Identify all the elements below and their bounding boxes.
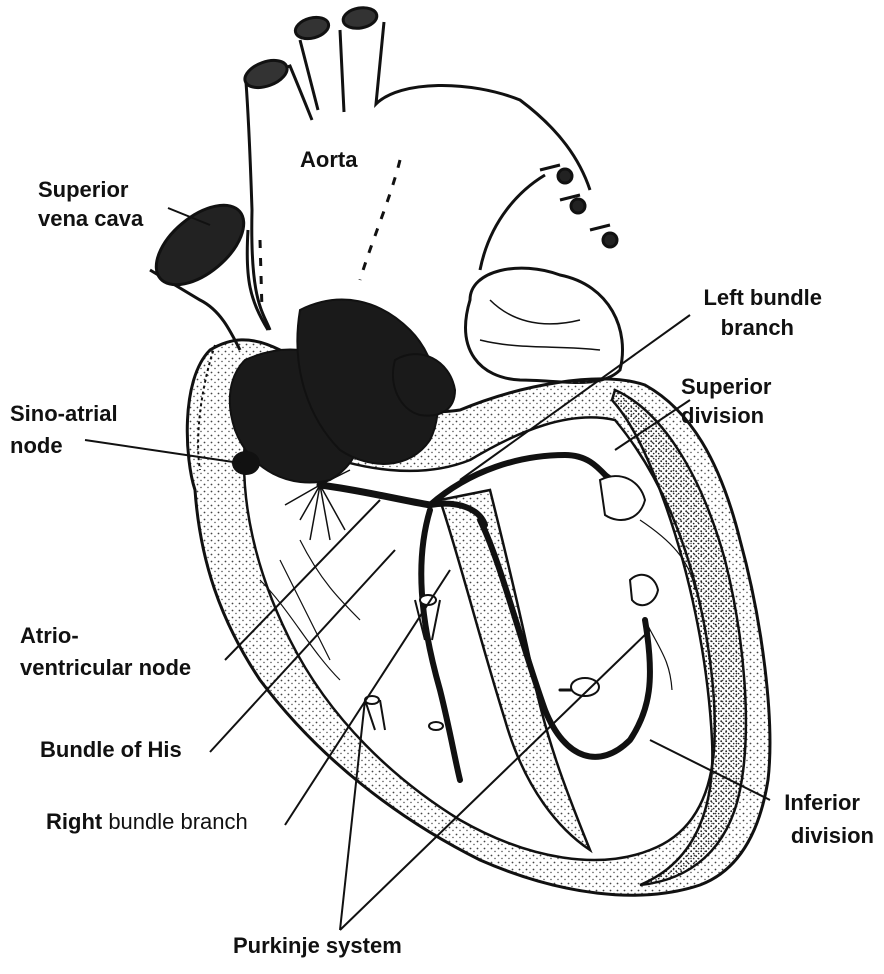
vessel-opening-2 [293,14,331,42]
aortic-arch [252,210,270,330]
label-inferior-line2: division [740,822,874,850]
left-atrial-appendage [466,268,623,382]
label-sa-node-line1: Sino-atrial [10,400,118,428]
label-svc-line1: Superior [38,176,128,204]
label-left-bundle-line2: branch [682,314,794,342]
label-svc-line2: vena cava [38,205,143,233]
label-left-bundle-line1: Left bundle [682,284,822,312]
label-av-node-line1: Atrio- [20,622,79,650]
vessel-opening-3 [342,5,379,31]
svc-opening [142,190,258,300]
vessel-opening-1 [241,55,291,93]
label-superior-div-line2: division [681,402,764,430]
label-right-bundle: Right bundle branch [46,808,248,836]
label-right-bundle-bold: Right [46,809,102,834]
artery-2 [300,30,344,112]
label-right-bundle-rest: bundle branch [102,809,248,834]
label-bundle-of-his: Bundle of His [40,736,182,764]
label-aorta: Aorta [300,146,357,174]
label-purkinje: Purkinje system [233,932,402,960]
pulmonary-veins [480,165,610,270]
vessel-dashes [260,160,400,310]
label-inferior-line1: Inferior [740,789,860,817]
label-superior-div-line1: Superior [681,373,771,401]
label-sa-node-line2: node [10,432,63,460]
label-av-node-line2: ventricular node [20,654,191,682]
